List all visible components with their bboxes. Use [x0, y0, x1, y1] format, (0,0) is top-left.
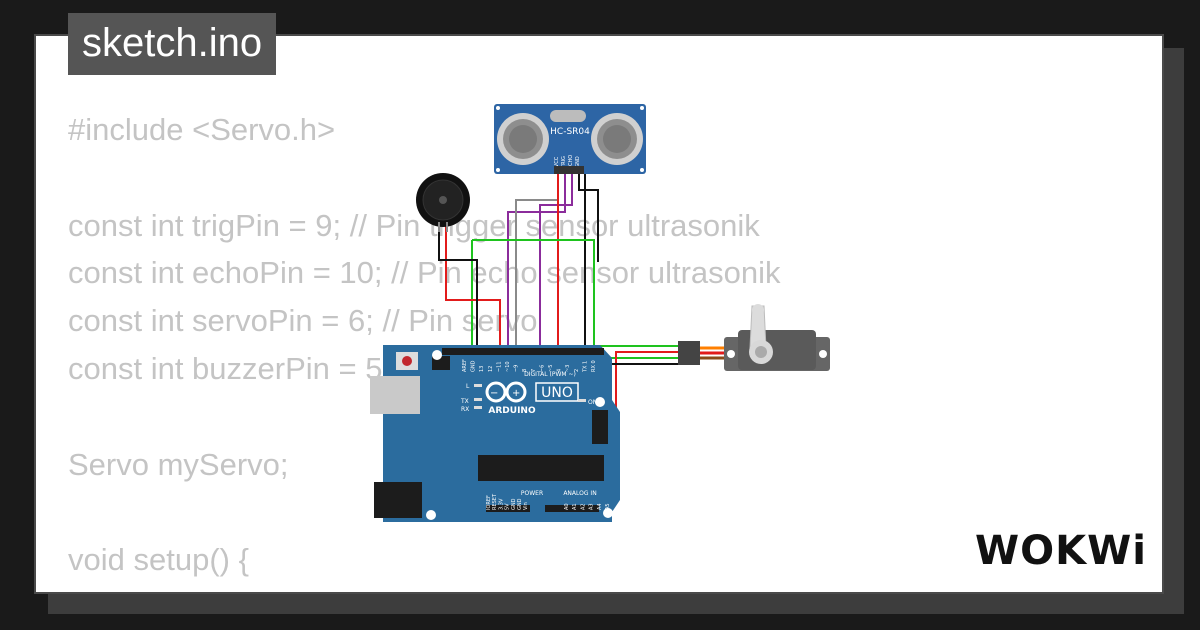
servo-icon	[678, 304, 830, 371]
code-line: Servo myServo;	[68, 446, 289, 482]
pin-label: ~11	[496, 361, 502, 372]
buzzer-icon	[416, 173, 470, 232]
svg-text:−: −	[490, 388, 498, 399]
pin-label: A5	[605, 503, 611, 510]
pin-label: A4	[597, 503, 603, 510]
arduino-uno-icon: − + UNO ARDUINO DIGITAL (PWM ~) POWER AN…	[370, 345, 620, 522]
wire-buzzer-black	[438, 222, 478, 352]
code-line: const int trigPin = 9; // Pin trigger se…	[68, 207, 760, 243]
pin-label: ~6	[539, 365, 545, 372]
pin-label: ~9	[514, 365, 520, 372]
code-preview: #include <Servo.h> const int trigPin = 9;…	[68, 106, 781, 592]
analog-in-label: ANALOG IN	[563, 490, 596, 497]
pin-label: ~3	[565, 365, 571, 372]
wire-sensor-gnd	[578, 173, 599, 262]
pin-label: 12	[488, 366, 494, 372]
wire-green-1	[472, 239, 686, 347]
pin-label: 13	[479, 366, 485, 372]
pin-label: A2	[580, 503, 586, 510]
sensor-pin-vcc: VCC	[554, 156, 560, 167]
pin-label: 7	[531, 369, 537, 372]
led-l-label: L	[466, 383, 470, 390]
led-tx-label: TX	[460, 398, 469, 405]
led-rx-label: RX	[461, 406, 469, 413]
digital-pwm-label: DIGITAL (PWM ~)	[524, 371, 576, 378]
pin-label: A3	[589, 503, 595, 510]
board-model-label: UNO	[541, 385, 573, 401]
board-brand-label: ARDUINO	[488, 406, 536, 416]
pin-label: IOREF	[486, 495, 492, 510]
wire-sensor-echo	[539, 173, 573, 352]
pin-label: GND	[517, 498, 523, 510]
pin-label: 5V	[505, 503, 511, 510]
wokwi-logo-icon: WOKWi	[975, 528, 1147, 574]
pin-label: ~5	[548, 365, 554, 372]
pin-label: 8	[522, 369, 528, 372]
code-line: const int echoPin = 10; // Pin echo sens…	[68, 255, 781, 291]
code-line: void setup() {	[68, 542, 249, 578]
pin-label: 2	[574, 369, 580, 372]
svg-text:+: +	[512, 388, 520, 399]
sensor-pin-gnd: GND	[575, 156, 581, 168]
wire-sensor-vcc	[515, 173, 559, 352]
pin-label: TX 1	[582, 361, 588, 373]
pin-label: GND	[511, 498, 517, 510]
pin-label: A1	[572, 503, 578, 510]
code-line: Serial.begin(9600);	[68, 584, 781, 592]
file-title: sketch.ino	[68, 13, 277, 75]
pin-label: GND	[471, 360, 477, 372]
ultrasonic-sensor-icon: HC-SR04 VCC TRIG ECHO GND	[494, 104, 646, 174]
code-line: #include <Servo.h>	[68, 112, 336, 147]
sensor-model-label: HC-SR04	[550, 127, 590, 137]
power-label: POWER	[521, 490, 543, 497]
wire-sensor-trig	[507, 173, 566, 352]
sensor-pin-echo: ECHO	[568, 155, 574, 169]
pin-label: AREF	[462, 359, 468, 372]
pin-label: A0	[564, 503, 570, 510]
pin-label: ~10	[505, 361, 511, 372]
pin-label: RESET	[492, 493, 498, 510]
pin-label: RX 0	[591, 360, 597, 372]
pin-label: 3.3V	[498, 498, 504, 510]
pin-label: 4	[557, 369, 563, 372]
led-on-label: ON	[588, 399, 597, 406]
pin-label: Vin	[523, 502, 529, 510]
sensor-pin-trig: TRIG	[561, 156, 567, 169]
